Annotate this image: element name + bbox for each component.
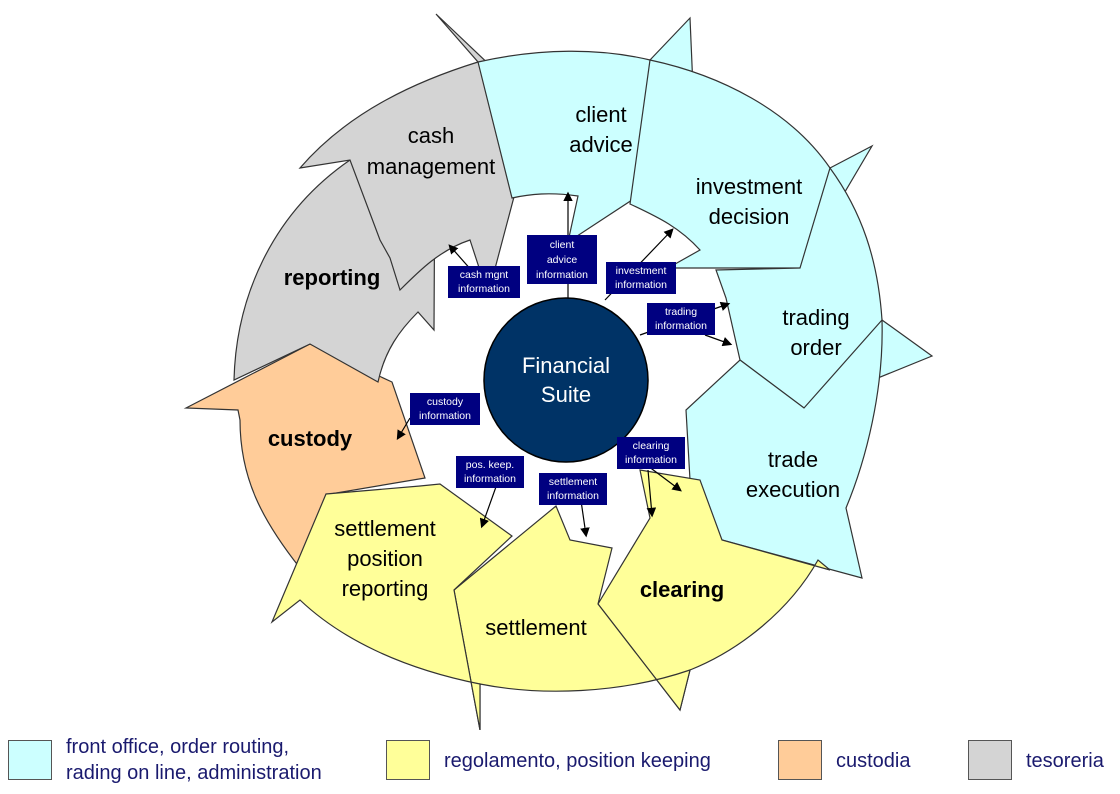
legend-item-regolamento: regolamento, position keeping <box>386 730 711 780</box>
svg-text:advice: advice <box>547 254 578 266</box>
svg-text:information: information <box>625 454 677 466</box>
stage-label-reporting: reporting <box>284 265 381 290</box>
settlement-position-reporting-arrow <box>270 483 513 730</box>
svg-text:information: information <box>615 279 667 291</box>
legend-label-front-office: front office, order routing, rading on l… <box>66 736 322 784</box>
info-box-trading: trading information <box>647 303 715 335</box>
stage-label-spr-2: position <box>347 546 423 571</box>
center-circle <box>483 297 649 463</box>
center-label-2: Suite <box>541 382 591 407</box>
svg-text:pos. keep.: pos. keep. <box>466 459 514 471</box>
svg-text:information: information <box>458 283 510 295</box>
legend-label-custodia: custodia <box>836 750 911 772</box>
custody-arrow <box>183 343 426 570</box>
clearing-arrow <box>597 469 831 712</box>
legend-item-custodia: custodia <box>778 730 911 780</box>
legend-item-tesoreria: tesoreria <box>968 730 1104 780</box>
legend-label-tesoreria: tesoreria <box>1026 750 1104 772</box>
stage-label-clearing: clearing <box>640 577 724 602</box>
connector-clearing-2 <box>646 469 657 518</box>
settlement-arrow <box>453 505 691 730</box>
legend-swatch-regolamento <box>386 740 430 780</box>
stage-label-investment-decision-1: investment <box>696 174 802 199</box>
info-box-client-advice: client advice information <box>527 235 597 284</box>
stage-label-custody: custody <box>268 426 353 451</box>
info-box-pos-keep: pos. keep. information <box>456 456 524 488</box>
info-box-cash-mgnt: cash mgnt information <box>448 266 520 298</box>
stage-label-cash-management-2: management <box>367 154 495 179</box>
stage-label-trading-order-2: order <box>790 335 841 360</box>
stage-label-spr-3: reporting <box>342 576 429 601</box>
legend-swatch-front-office <box>8 740 52 780</box>
legend: front office, order routing, rading on l… <box>0 730 1120 794</box>
legend-item-front-office: front office, order routing, rading on l… <box>8 730 322 786</box>
svg-text:information: information <box>547 490 599 502</box>
svg-text:information: information <box>419 410 471 422</box>
svg-text:clearing: clearing <box>633 440 670 452</box>
connector-custody <box>396 417 411 441</box>
trade-execution-arrow <box>685 318 883 579</box>
svg-text:cash mgnt: cash mgnt <box>460 269 509 281</box>
legend-swatch-custodia <box>778 740 822 780</box>
svg-text:custody: custody <box>427 396 464 408</box>
info-box-investment: investment information <box>606 262 676 294</box>
stage-label-spr-1: settlement <box>334 516 436 541</box>
legend-label-regolamento: regolamento, position keeping <box>444 750 711 772</box>
connector-trading-2 <box>704 334 733 347</box>
info-box-custody: custody information <box>410 393 480 425</box>
stage-label-trade-execution-2: execution <box>746 477 840 502</box>
financial-cycle-diagram: client advice investment decision tradin… <box>183 13 934 730</box>
stage-label-investment-decision-2: decision <box>709 204 790 229</box>
info-box-settlement: settlement information <box>539 473 607 505</box>
svg-text:trading: trading <box>665 306 697 318</box>
svg-text:information: information <box>464 473 516 485</box>
svg-text:client: client <box>550 239 575 251</box>
info-box-clearing: clearing information <box>617 437 685 469</box>
legend-swatch-tesoreria <box>968 740 1012 780</box>
stage-label-client-advice-1: client <box>575 102 626 127</box>
svg-text:information: information <box>655 320 707 332</box>
svg-text:information: information <box>536 269 588 281</box>
center-label-1: Financial <box>522 353 610 378</box>
stage-label-trade-execution-1: trade <box>768 447 818 472</box>
svg-text:settlement: settlement <box>549 476 598 488</box>
stage-label-client-advice-2: advice <box>569 132 633 157</box>
stage-label-settlement: settlement <box>485 615 587 640</box>
stage-label-trading-order-1: trading <box>782 305 849 330</box>
stage-label-cash-management-1: cash <box>408 123 454 148</box>
svg-text:investment: investment <box>616 265 667 277</box>
